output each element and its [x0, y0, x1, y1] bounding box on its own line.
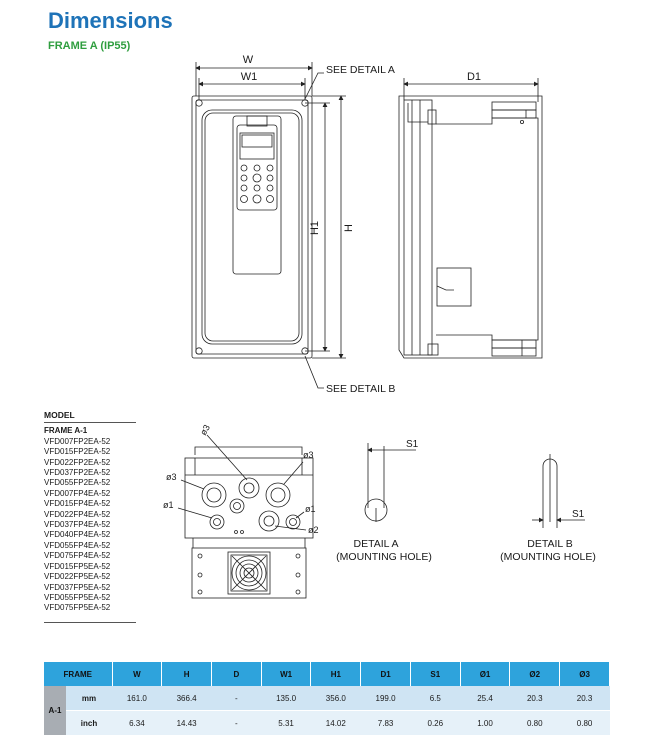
- model-frame-label: FRAME A-1: [44, 426, 88, 436]
- phi3-label-top: ø3: [198, 423, 212, 437]
- model-list-divider: [44, 614, 136, 623]
- table-cell: 14.43: [161, 710, 212, 736]
- model-item: VFD040FP4EA-52: [44, 530, 111, 540]
- table-cell: 356.0: [310, 686, 361, 711]
- phi1-label-left: ø1: [163, 500, 174, 510]
- header-d: D: [211, 662, 262, 686]
- table-cell: 25.4: [460, 686, 510, 711]
- model-item: VFD015FP4EA-52: [44, 499, 111, 509]
- table-cell: -: [211, 686, 262, 711]
- header-phi1: Ø1: [460, 662, 511, 686]
- header-h: H: [161, 662, 212, 686]
- model-item: VFD037FP4EA-52: [44, 520, 111, 530]
- detail-b-s1-label: S1: [572, 509, 585, 520]
- w-label: W: [243, 54, 254, 66]
- model-item: VFD007FP2EA-52: [44, 436, 111, 446]
- table-cell: 199.0: [360, 686, 411, 711]
- table-cell: 5.31: [261, 710, 311, 736]
- table-cell: 0.80: [509, 710, 560, 736]
- phi3-label-left: ø3: [166, 472, 177, 482]
- frame-cell: A-1: [44, 686, 66, 736]
- detail-a-drawing: [364, 443, 416, 522]
- table-cell: 7.83: [360, 710, 411, 736]
- table-cell: 6.34: [112, 710, 162, 736]
- see-detail-b-label: SEE DETAIL B: [326, 383, 395, 395]
- model-item: VFD022FP5EA-52: [44, 572, 111, 582]
- model-header: MODEL: [44, 410, 136, 424]
- model-item: VFD015FP5EA-52: [44, 561, 111, 571]
- dimensions-table: FRAME W H D W1 H1 D1 S1 Ø1 Ø2 Ø3 A-1 mm …: [44, 662, 610, 736]
- model-item: VFD055FP5EA-52: [44, 592, 111, 602]
- header-phi2: Ø2: [509, 662, 561, 686]
- table-cell: 0.80: [559, 710, 610, 736]
- detail-b-subtitle: (MOUNTING HOLE): [500, 551, 596, 563]
- side-view-drawing: [398, 78, 543, 359]
- unit-cell: mm: [66, 686, 113, 711]
- model-item: VFD015FP2EA-52: [44, 447, 111, 457]
- model-item: VFD055FP4EA-52: [44, 540, 111, 550]
- model-list: MODEL FRAME A-1 VFD007FP2EA-52 VFD015FP2…: [44, 410, 136, 623]
- table-row: A-1 mm 161.0 366.4 - 135.0 356.0 199.0 6…: [44, 686, 610, 736]
- table-cell: 20.3: [559, 686, 610, 711]
- phi2-label: ø2: [308, 525, 319, 535]
- page-title: Dimensions: [48, 8, 173, 33]
- detail-a-s1-label: S1: [406, 439, 419, 450]
- table-cell: 20.3: [509, 686, 560, 711]
- h-label: H: [343, 224, 355, 232]
- table-header-row: FRAME W H D W1 H1 D1 S1 Ø1 Ø2 Ø3: [44, 662, 610, 686]
- detail-b-title: DETAIL B: [527, 538, 573, 550]
- header-frame: FRAME: [44, 662, 113, 686]
- detail-b-drawing: [532, 454, 585, 528]
- detail-a-title: DETAIL A: [354, 538, 399, 550]
- d1-label: D1: [467, 71, 481, 83]
- header-d1: D1: [360, 662, 411, 686]
- phi1-label-right: ø1: [305, 504, 316, 514]
- model-item: VFD075FP5EA-52: [44, 603, 111, 613]
- unit-cell: inch: [66, 710, 113, 736]
- header-phi3: Ø3: [559, 662, 610, 686]
- header-w1: W1: [261, 662, 312, 686]
- model-item: VFD022FP4EA-52: [44, 509, 111, 519]
- header-s1: S1: [410, 662, 461, 686]
- w1-label: W1: [241, 71, 258, 83]
- bottom-view-drawing: [177, 434, 314, 599]
- table-cell: 161.0: [112, 686, 162, 711]
- phi3-label-right: ø3: [303, 450, 314, 460]
- table-cell: 1.00: [460, 710, 510, 736]
- model-item: VFD022FP2EA-52: [44, 457, 111, 467]
- table-cell: 0.26: [410, 710, 461, 736]
- table-cell: 14.02: [310, 710, 361, 736]
- front-view-drawing: [191, 62, 346, 389]
- header-h1: H1: [310, 662, 362, 686]
- model-item: VFD007FP4EA-52: [44, 488, 111, 498]
- table-cell: -: [211, 710, 262, 736]
- table-row: inch 6.34 14.43 - 5.31 14.02 7.83 0.26 1…: [44, 710, 610, 736]
- table-cell: 366.4: [161, 686, 212, 711]
- detail-a-subtitle: (MOUNTING HOLE): [336, 551, 432, 563]
- header-w: W: [112, 662, 163, 686]
- frame-subtitle: FRAME A (IP55): [48, 40, 131, 52]
- model-item: VFD055FP2EA-52: [44, 478, 111, 488]
- model-item: VFD075FP4EA-52: [44, 551, 111, 561]
- table-cell: 135.0: [261, 686, 311, 711]
- see-detail-a-label: SEE DETAIL A: [326, 64, 395, 76]
- table-cell: 6.5: [410, 686, 461, 711]
- model-item: VFD037FP5EA-52: [44, 582, 111, 592]
- model-item: VFD037FP2EA-52: [44, 468, 111, 478]
- h1-label: H1: [309, 221, 321, 235]
